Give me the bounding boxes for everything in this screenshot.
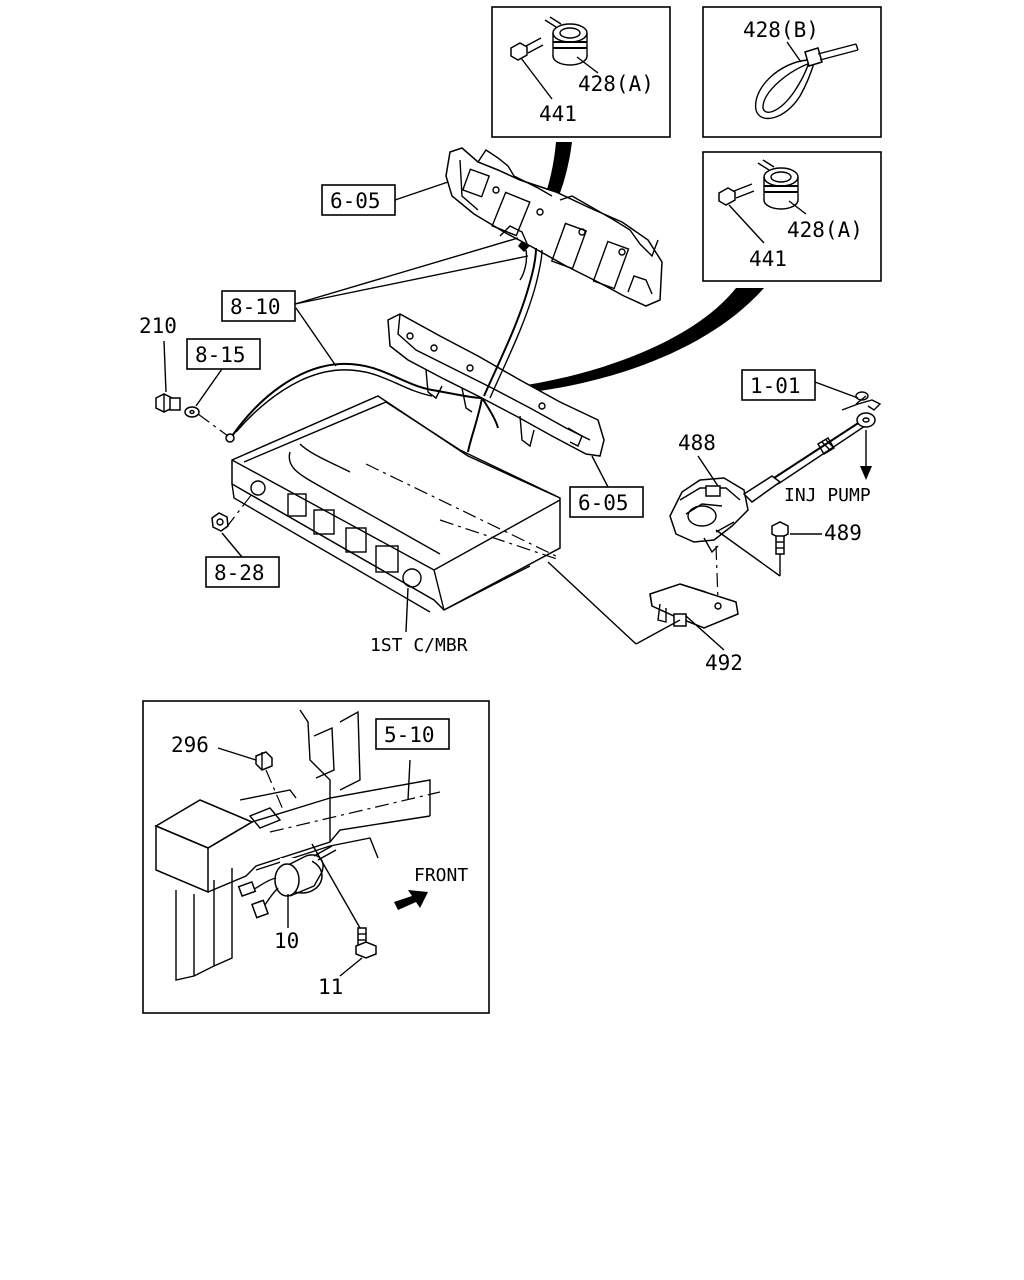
- leader-6-05-bottom: [591, 455, 609, 488]
- label-489: 489: [824, 521, 862, 545]
- ref-box-8-10: [221, 290, 296, 322]
- leader-489-to-unit: [715, 529, 781, 577]
- label-296: 296: [171, 733, 209, 757]
- ref-box-8-28: [205, 556, 280, 588]
- label-441-b: 441: [749, 247, 787, 271]
- callout-pointer-clip-b: [486, 288, 764, 396]
- detail-box-solenoid: [142, 700, 490, 1014]
- ref-8-28: 8-28: [214, 561, 265, 585]
- label-11: 11: [318, 975, 343, 999]
- detail-box-clip-a: 428(A) 441: [491, 6, 671, 138]
- bolt-441-icon: [510, 37, 544, 61]
- leader-1-01: [814, 381, 859, 399]
- ref-6-05-top: 6-05: [330, 189, 381, 213]
- ref-1-01: 1-01: [750, 374, 801, 398]
- ref-5-10: 5-10: [384, 723, 435, 747]
- cable-tie-428b-icon: [755, 43, 859, 120]
- leader-8-10-a: [294, 237, 519, 305]
- inj-pump-arrow-icon: [860, 466, 872, 480]
- ref-box-8-15: [186, 338, 261, 370]
- leader-8-10-b: [294, 255, 529, 305]
- control-unit-488: [669, 475, 782, 554]
- detail-box-tie: 428(B): [702, 6, 882, 138]
- ref-8-15: 8-15: [195, 343, 246, 367]
- centerline-210: [197, 413, 229, 437]
- centerline-8-28: [225, 493, 253, 529]
- ref-box-6-05-bottom: [569, 486, 644, 518]
- leader-428a-a: [576, 56, 599, 74]
- bolt-441-icon: [718, 183, 755, 206]
- leader-428b: [786, 41, 802, 63]
- detail-box-clip-b: 428(A) 441: [702, 151, 882, 282]
- bolt-11-icon: [355, 927, 377, 959]
- leader-1st-c-mbr: [405, 587, 409, 633]
- label-1st-c-mbr: 1ST C/MBR: [370, 635, 468, 656]
- ref-box-1-01: [741, 369, 816, 401]
- washer-8-15-icon: [184, 406, 200, 418]
- label-428a-b: 428(A): [787, 218, 863, 242]
- leader-11: [339, 957, 363, 977]
- stop-solenoid-10: [237, 845, 337, 919]
- ref-8-10: 8-10: [230, 295, 281, 319]
- leader-8-28: [221, 532, 243, 558]
- label-210: 210: [139, 314, 177, 338]
- leader-428a-b: [788, 200, 807, 215]
- bolt-11-axis: [311, 843, 361, 929]
- clip-296-icon: [255, 751, 273, 771]
- bolt-210-icon: [155, 393, 181, 413]
- centerline-296: [265, 769, 285, 813]
- cab-panel-upper: [445, 147, 663, 307]
- label-front: FRONT: [414, 865, 468, 886]
- bracket-492: [649, 583, 739, 629]
- cable-to-bracket-2: [635, 619, 681, 645]
- ref-box-5-10: [375, 718, 450, 750]
- cable-to-bracket: [547, 561, 637, 645]
- label-428a-a: 428(A): [578, 72, 654, 96]
- label-488: 488: [678, 431, 716, 455]
- ref-box-6-05-top: [321, 184, 396, 216]
- leader-210: [163, 340, 167, 393]
- clip-428a-icon: [544, 16, 588, 66]
- leader-6-05-top: [394, 181, 449, 201]
- ref-6-05-bottom: 6-05: [578, 491, 629, 515]
- label-441-a: 441: [539, 102, 577, 126]
- label-10: 10: [274, 929, 299, 953]
- pump-rod: [773, 412, 876, 485]
- leader-492: [685, 615, 725, 651]
- label-492: 492: [705, 651, 743, 675]
- nut-8-28-icon: [211, 512, 229, 532]
- leader-441-b: [728, 204, 765, 244]
- leader-441-a: [520, 57, 553, 100]
- first-cross-member: [231, 395, 561, 613]
- centerline-488: [715, 545, 719, 601]
- leader-8-15: [195, 368, 223, 407]
- clip-1-01-icon: [841, 391, 882, 411]
- bolt-489-icon: [771, 521, 789, 555]
- label-428b: 428(B): [743, 18, 819, 42]
- leader-488: [697, 455, 719, 487]
- label-inj-pump: INJ PUMP: [784, 485, 871, 506]
- leader-8-10-c: [295, 307, 337, 367]
- front-arrow-icon: [394, 890, 428, 910]
- clip-428a-icon: [757, 159, 799, 210]
- control-cable: [225, 247, 543, 453]
- leader-296: [217, 747, 257, 761]
